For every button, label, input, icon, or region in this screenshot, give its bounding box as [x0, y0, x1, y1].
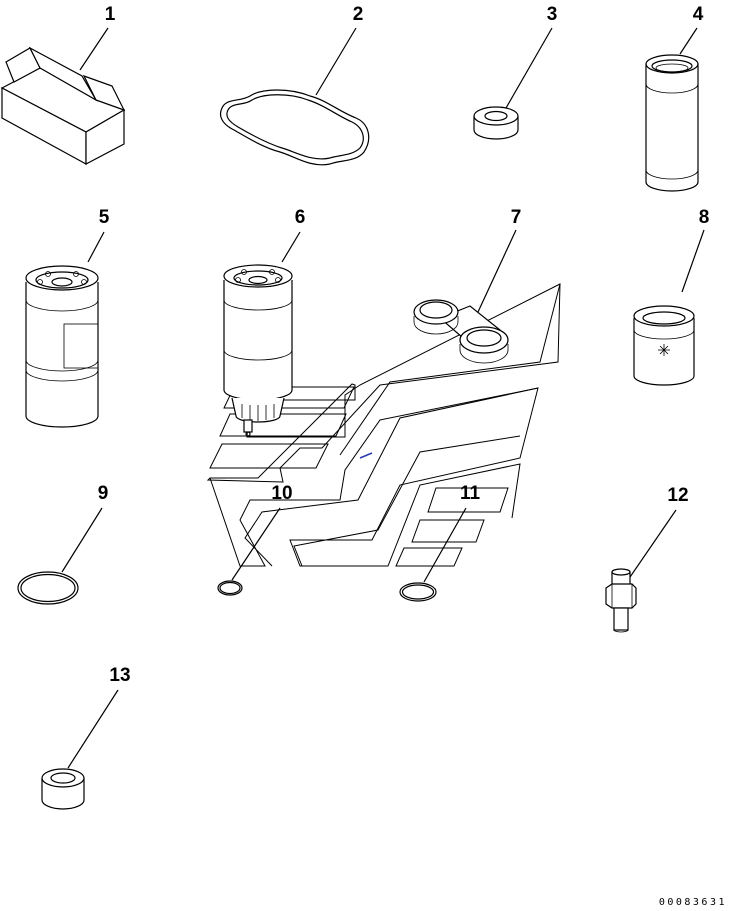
callout-7: 7: [510, 207, 522, 228]
callout-13: 13: [109, 665, 131, 686]
part-12-fitting: [605, 568, 637, 633]
part-8-filter: [633, 305, 695, 386]
callout-3: 3: [546, 4, 558, 25]
callout-9: 9: [97, 483, 109, 504]
callout-6: 6: [294, 207, 306, 228]
part-11-o-ring: [399, 582, 437, 602]
part-4-element: [645, 54, 699, 192]
callout-12: 12: [667, 485, 689, 506]
callout-2: 2: [352, 4, 364, 25]
part-7-wrench: [413, 299, 509, 364]
part-6-fuel-filter: [223, 264, 293, 437]
callout-8: 8: [698, 207, 710, 228]
part-5-filter: [25, 265, 99, 428]
part-2-gasket: [219, 89, 370, 166]
part-9-o-ring: [17, 571, 79, 605]
callout-5: 5: [98, 207, 110, 228]
callout-1: 1: [104, 4, 116, 25]
leader-lines: [61, 27, 705, 769]
callout-4: 4: [692, 4, 704, 25]
part-1-box: [0, 46, 126, 166]
part-13-bushing: [41, 768, 85, 810]
drawing-code: 00083631: [658, 897, 727, 908]
callout-11: 11: [459, 483, 481, 504]
callout-10: 10: [271, 483, 293, 504]
part-3-ring: [473, 106, 519, 140]
part-10-o-ring: [217, 580, 243, 596]
